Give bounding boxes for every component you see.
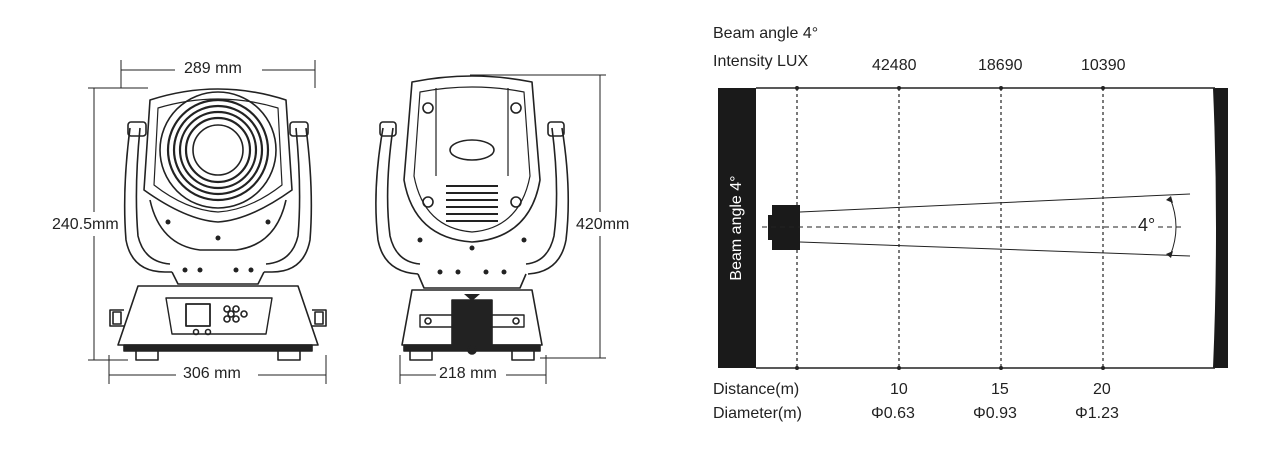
diameter-20: Φ1.23 xyxy=(1075,405,1119,422)
front-bottom-width: 306 mm xyxy=(183,365,241,382)
beam-angle-label: 4° xyxy=(1138,215,1156,235)
diameter-label: Diameter(m) xyxy=(713,405,802,422)
distance-label: Distance(m) xyxy=(713,381,800,398)
distance-20: 20 xyxy=(1093,381,1111,398)
distance-10: 10 xyxy=(890,381,908,398)
diameter-10: Φ0.63 xyxy=(871,405,915,422)
side-bottom-width: 218 mm xyxy=(439,365,497,382)
diameter-15: Φ0.93 xyxy=(973,405,1017,422)
side-height: 420mm xyxy=(576,216,630,233)
beam-vertical-label: Beam angle 4° xyxy=(728,175,745,281)
lux-value-15m: 18690 xyxy=(978,57,1023,74)
distance-15: 15 xyxy=(991,381,1009,398)
lux-value-10m: 42480 xyxy=(872,57,917,74)
front-height: 240.5mm xyxy=(52,216,119,233)
front-top-width: 289 mm xyxy=(184,60,242,77)
beam-title: Beam angle 4° xyxy=(713,25,819,42)
lux-value-20m: 10390 xyxy=(1081,57,1126,74)
intensity-label: Intensity LUX xyxy=(713,53,809,70)
beam-diagram xyxy=(718,86,1228,370)
